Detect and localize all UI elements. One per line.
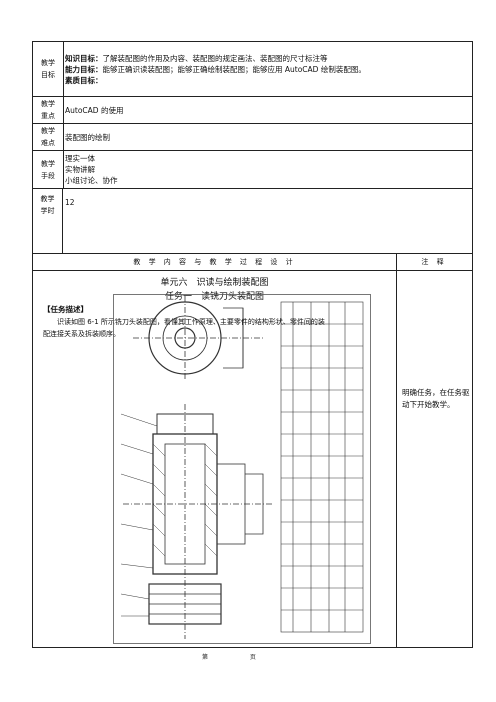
task-heading: 【任务描述】: [43, 305, 88, 314]
teaching-goals-content: 知识目标：了解装配图的作用及内容、装配图的规定画法、装配图的尺寸标注等 能力目标…: [65, 42, 468, 96]
label-teaching-hours: 教学学时: [33, 189, 63, 253]
row-difficulty: 教学难点 装配图的绘制: [33, 124, 472, 151]
method-item: 小组讨论、协作: [65, 176, 118, 185]
method-item: 实物讲解: [65, 165, 95, 174]
row-teaching-hours: 教学学时 12: [33, 189, 472, 254]
label-difficulty: 教学难点: [33, 124, 64, 150]
ability-goal-text: 能够正确识读装配图；能够正确绘制装配图；能够应用 AutoCAD 绘制装配图。: [102, 64, 366, 74]
label-key-point: 教学重点: [33, 97, 64, 123]
knowledge-goal-key: 知识目标：: [65, 53, 103, 63]
row-teaching-method: 教学手段 理实一体 实物讲解 小组讨论、协作: [33, 151, 472, 189]
task-description: 识读如图 6-1 所示铣刀头装配图，看懂其工作原理、主要零件的结构形状、零件间的…: [43, 318, 325, 338]
method-item: 理实一体: [65, 154, 95, 163]
process-header-left: 教 学 内 容 与 教 学 过 程 设 计: [33, 254, 397, 270]
row-key-point: 教学重点 AutoCAD 的使用: [33, 97, 472, 124]
label-teaching-method: 教学手段: [33, 151, 64, 188]
process-header-right: 注 释: [421, 258, 447, 266]
difficulty-text: 装配图的绘制: [65, 132, 110, 142]
teaching-method-list: 理实一体 实物讲解 小组讨论、协作: [65, 151, 468, 188]
milling-head-assembly-drawing: [113, 294, 371, 644]
key-point-text: AutoCAD 的使用: [65, 105, 124, 115]
quality-goal-key: 素质目标：: [65, 75, 103, 85]
ability-goal-key: 能力目标：: [65, 64, 103, 74]
knowledge-goal-text: 了解装配图的作用及内容、装配图的规定画法、装配图的尺寸标注等: [102, 53, 328, 63]
lesson-plan-table: 教学目标 知识目标：了解装配图的作用及内容、装配图的规定画法、装配图的尺寸标注等…: [32, 41, 473, 648]
annotation-note: 明确任务，在任务驱动下开始教学。: [402, 388, 470, 409]
row-teaching-goals: 教学目标 知识目标：了解装配图的作用及内容、装配图的规定画法、装配图的尺寸标注等…: [33, 42, 472, 97]
column-divider: [396, 271, 397, 647]
unit-title: 单元六 识读与绘制装配图: [160, 278, 269, 288]
page-footer: 第 页: [202, 654, 276, 661]
label-teaching-goals: 教学目标: [33, 42, 64, 96]
task-title: 任务一 读铣刀头装配图: [164, 292, 264, 302]
teaching-hours-text: 12: [65, 198, 75, 207]
process-header-row: 教 学 内 容 与 教 学 过 程 设 计 注 释: [33, 254, 472, 271]
